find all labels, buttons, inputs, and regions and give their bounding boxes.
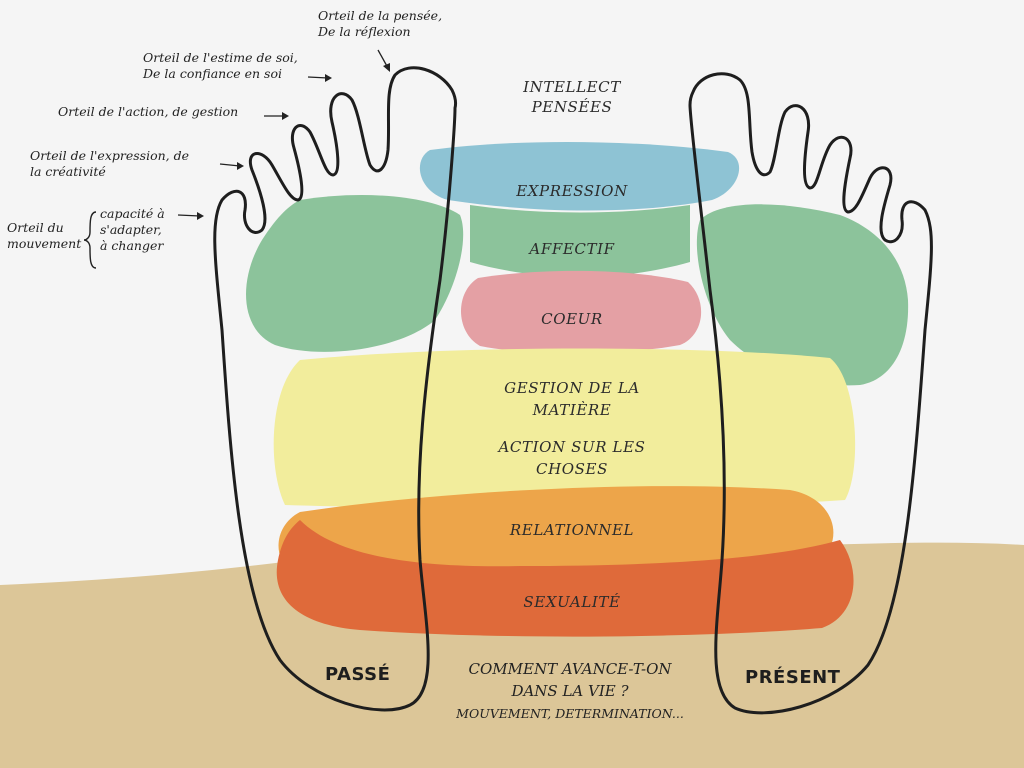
label-affectif: AFFECTIF <box>529 240 615 258</box>
arrowhead-expression <box>237 162 244 170</box>
brace-mouvement <box>83 211 97 269</box>
label-coeur: COEUR <box>541 310 603 328</box>
label-present: PRÉSENT <box>745 667 841 688</box>
arrowhead-estime <box>325 74 332 82</box>
note-pensee: Orteil de la pensée, De la réflexion <box>318 8 443 39</box>
arrowhead-pensee <box>383 63 390 72</box>
note-action: Orteil de l'action, de gestion <box>58 104 239 119</box>
zone-affectif-center <box>470 205 690 277</box>
arrowhead-action <box>282 112 289 120</box>
arrow-mouvement <box>177 214 201 217</box>
zone-affectif-right-foot <box>696 204 909 386</box>
arrowhead-mouvement <box>197 212 204 220</box>
zone-relationnel <box>278 486 834 577</box>
zone-gestion-action <box>273 348 856 509</box>
label-sexualite: SEXUALITÉ <box>523 593 621 611</box>
bottom-question-line1: COMMENT AVANCE-T-ON <box>468 660 672 678</box>
label-gestion-line1: GESTION DE LA <box>504 379 640 397</box>
zone-expression-band <box>419 141 740 211</box>
note-expression: Orteil de l'expression, de la créativité <box>30 148 189 179</box>
arrow-expression <box>219 163 241 167</box>
label-action-line1: ACTION SUR LES <box>498 438 646 456</box>
zone-affectif-left-foot <box>246 195 464 352</box>
label-intellect: INTELLECT <box>523 78 621 96</box>
note-estime: Orteil de l'estime de soi, De la confian… <box>143 50 298 81</box>
label-gestion-line2: MATIÈRE <box>532 401 612 419</box>
arrow-estime <box>307 76 329 79</box>
zone-sexualite <box>276 520 854 637</box>
label-action-line2: CHOSES <box>536 460 608 478</box>
bottom-question-line2: DANS LA VIE ? <box>511 682 629 700</box>
label-pensees: PENSÉES <box>531 98 613 116</box>
note-mouvement: Orteil du mouvement <box>7 220 82 251</box>
note-capacite: capacité à s'adapter, à changer <box>100 206 165 253</box>
bottom-subtitle: MOUVEMENT, DETERMINATION... <box>456 706 684 721</box>
label-expression: EXPRESSION <box>516 182 628 200</box>
zone-coeur <box>460 270 702 354</box>
label-passe: PASSÉ <box>325 664 391 685</box>
label-relationnel: RELATIONNEL <box>509 521 635 539</box>
right-foot-outline <box>688 72 933 715</box>
left-foot-outline <box>213 66 458 712</box>
